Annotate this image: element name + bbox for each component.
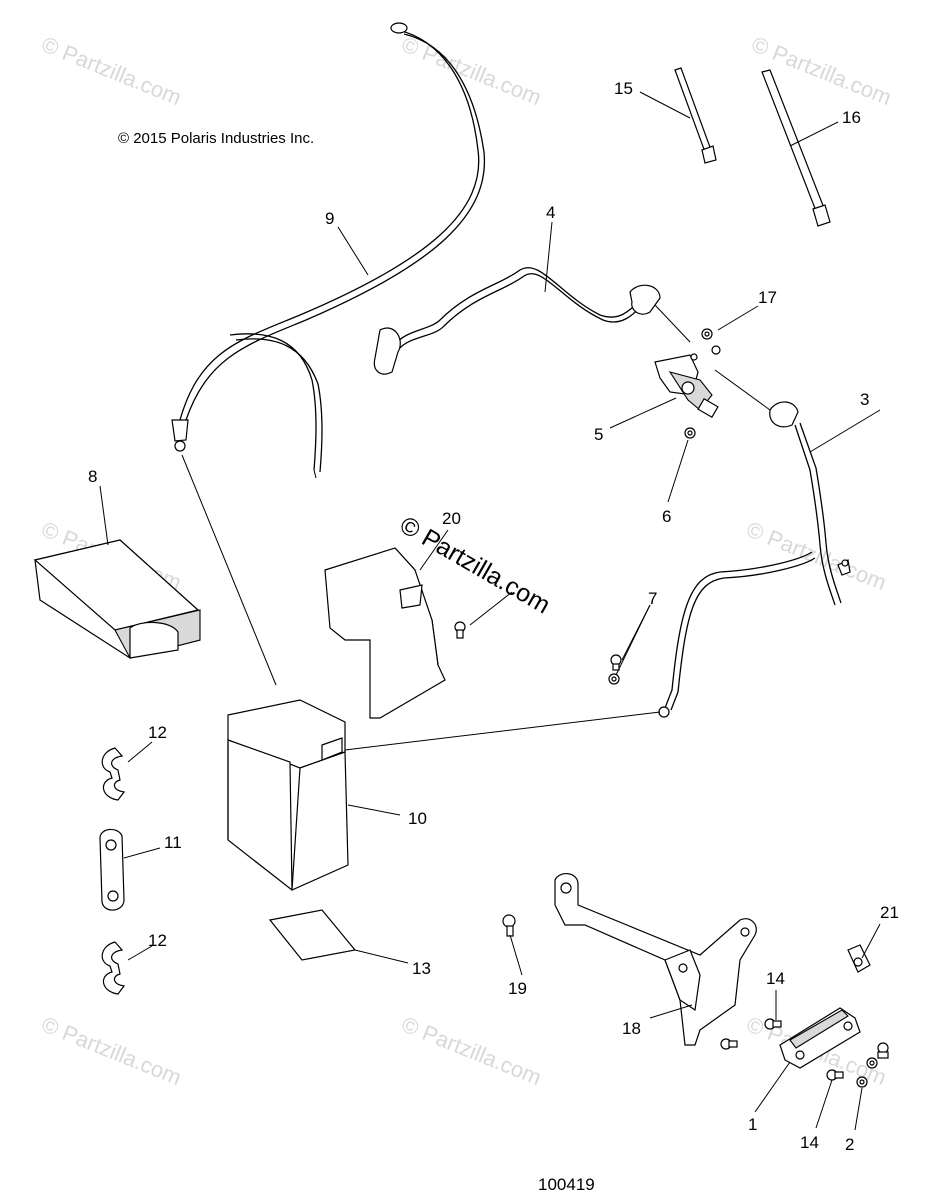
part-4-cable[interactable] [373, 267, 661, 375]
part-13-pad[interactable] [268, 909, 357, 961]
callout-5: 5 [594, 425, 603, 444]
leader-lines [99, 91, 881, 1131]
part-18-mount-bracket[interactable] [554, 873, 757, 1046]
bracket-screw[interactable] [720, 1038, 738, 1050]
callout-9: 9 [325, 209, 334, 228]
watermark-text: © Partzilla.com [398, 31, 545, 110]
callout-20: 20 [442, 509, 461, 528]
callout-labels: 15 16 9 4 17 3 5 6 8 20 7 12 10 11 21 12… [88, 79, 899, 1154]
callout-18: 18 [622, 1019, 641, 1038]
callout-8: 8 [88, 467, 97, 486]
callout-6: 6 [662, 507, 671, 526]
drawing-number: 100419 [538, 1175, 595, 1194]
callout-21: 21 [880, 903, 899, 922]
part-8-battery-cover[interactable] [33, 539, 201, 659]
part-3-cable[interactable] [658, 401, 851, 718]
callout-10: 10 [408, 809, 427, 828]
callout-7: 7 [648, 589, 657, 608]
part-15-cable-tie-small[interactable] [674, 67, 717, 164]
part-7-bolt-nut[interactable] [608, 654, 622, 685]
callout-12-upper: 12 [148, 723, 167, 742]
copyright-text: © 2015 Polaris Industries Inc. [118, 130, 314, 147]
part-17-nut[interactable] [701, 328, 713, 340]
part-16-cable-tie-large[interactable] [761, 69, 831, 227]
callout-12-lower: 12 [148, 931, 167, 950]
callout-11: 11 [164, 833, 182, 852]
watermark-text: © Partzilla.com [743, 516, 890, 595]
bracket-bolt[interactable] [454, 621, 466, 639]
callout-19: 19 [508, 979, 527, 998]
part-14-screw-lower[interactable] [826, 1069, 844, 1081]
part-9-battery-cable[interactable] [171, 22, 486, 479]
part-19-screw[interactable] [502, 914, 516, 937]
callout-15: 15 [614, 79, 633, 98]
part-10-battery[interactable] [227, 699, 349, 891]
watermark-text: © Partzilla.com [38, 31, 185, 110]
callout-16: 16 [842, 108, 861, 127]
watermark-text: © Partzilla.com [38, 1011, 185, 1090]
callout-2: 2 [845, 1135, 854, 1154]
callout-4: 4 [546, 203, 555, 222]
callout-14-upper: 14 [766, 969, 785, 988]
watermark-text: © Partzilla.com [398, 1011, 545, 1090]
part-14-screw-upper[interactable] [764, 1018, 782, 1030]
part-2-nut[interactable] [856, 1042, 889, 1088]
callout-14-lower: 14 [800, 1133, 819, 1152]
part-1-terminal-block[interactable] [779, 1007, 861, 1069]
part-6-bolt[interactable] [684, 427, 696, 439]
callout-17: 17 [758, 288, 777, 307]
part-11-strap[interactable] [99, 828, 125, 911]
part-20-bracket[interactable] [324, 547, 446, 719]
callout-1: 1 [748, 1115, 757, 1134]
callout-3: 3 [860, 390, 869, 409]
callout-13: 13 [412, 959, 431, 978]
part-21-clip[interactable] [847, 944, 871, 973]
part-5-solenoid[interactable] [654, 345, 721, 419]
part-12-clip-upper[interactable] [101, 747, 126, 801]
part-12-clip-lower[interactable] [101, 941, 126, 995]
